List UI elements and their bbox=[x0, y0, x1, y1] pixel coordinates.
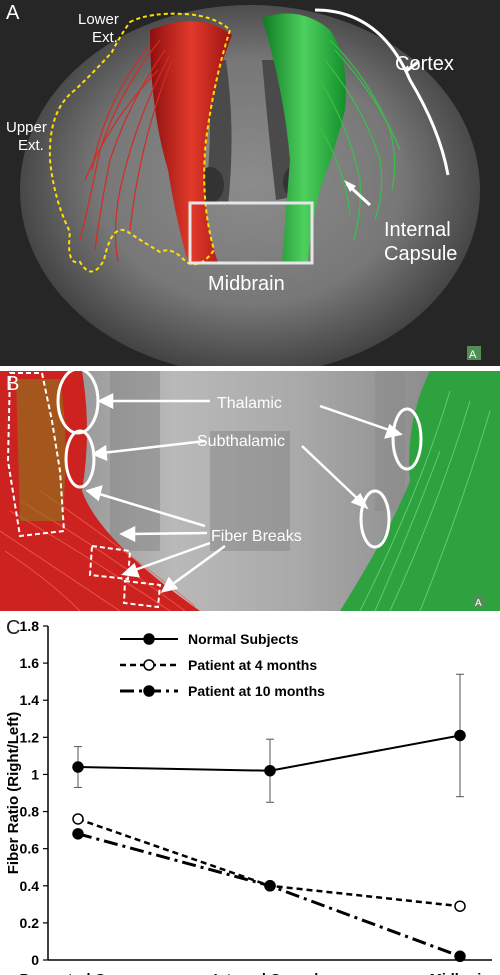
subthalamic-label: Subthalamic bbox=[197, 433, 285, 450]
panel-a-figure: Lower Ext. Upper Ext. Cortex Internal Ca… bbox=[0, 0, 500, 366]
upper-ext-label-1: Upper bbox=[6, 119, 47, 136]
legend-marker bbox=[143, 685, 155, 697]
orientation-badge-b-text: A bbox=[475, 598, 482, 609]
cortex-label: Cortex bbox=[395, 53, 454, 75]
panel-b-figure: Thalamic Subthalamic Fiber Breaks A bbox=[0, 371, 500, 611]
y-tick-label: 1 bbox=[31, 766, 39, 782]
panel-a-letter: A bbox=[6, 2, 20, 24]
x-ticks: Precentral Gyrus Internal Capsule Midbrain bbox=[20, 972, 491, 975]
data-point bbox=[72, 761, 84, 773]
midbrain-label: Midbrain bbox=[208, 273, 285, 295]
data-point bbox=[72, 828, 84, 840]
upper-ext-label-2: Ext. bbox=[18, 137, 44, 154]
legend-label: Patient at 4 months bbox=[188, 657, 317, 673]
thalamic-ellipse-right bbox=[391, 407, 423, 471]
annotation-arrows bbox=[85, 392, 403, 593]
panel-c: Fiber Ratio (Right/Left) 0 0.2 0.4 0.6 0.8 1 1… bbox=[0, 613, 500, 975]
y-axis-label: Fiber Ratio (Right/Left) bbox=[5, 712, 22, 874]
y-tick-label: 0.4 bbox=[20, 878, 40, 894]
internal-capsule-label-1: Internal bbox=[384, 219, 451, 241]
right-corticospinal-tract bbox=[262, 13, 346, 263]
ventricle-right bbox=[262, 60, 298, 200]
data-point bbox=[454, 729, 466, 742]
panel-c-letter: C bbox=[6, 617, 21, 639]
subthalamic-ellipse-left bbox=[64, 429, 96, 489]
right-tract-fibers bbox=[314, 39, 401, 241]
orientation-badge-a-text: A bbox=[469, 349, 477, 361]
y-tick-label: 1.6 bbox=[20, 655, 40, 671]
legend-label: Normal Subjects bbox=[188, 631, 299, 647]
legend-label: Patient at 10 months bbox=[188, 683, 325, 699]
x-tick-label: Internal Capsule bbox=[214, 972, 327, 975]
internal-capsule-label-2: Capsule bbox=[384, 243, 457, 265]
y-tick-label: 1.2 bbox=[20, 729, 40, 745]
y-tick-label: 0 bbox=[31, 952, 39, 968]
data-point bbox=[454, 950, 466, 963]
chart-axes bbox=[47, 626, 492, 961]
y-tick-label: 0.2 bbox=[20, 915, 40, 931]
left-corticospinal-tract bbox=[150, 21, 232, 262]
y-tick-label: 0.6 bbox=[20, 841, 40, 857]
data-point bbox=[264, 764, 276, 777]
orientation-badge-a bbox=[467, 346, 481, 360]
dashed-outline bbox=[48, 12, 232, 273]
data-point bbox=[454, 900, 466, 912]
lower-ext-label-2: Ext. bbox=[92, 29, 118, 46]
subthalamic-ellipse-right bbox=[359, 489, 391, 549]
series-line bbox=[77, 832, 461, 958]
x-tick-label: Precentral Gyrus bbox=[20, 972, 137, 975]
cortex-bracket bbox=[314, 8, 450, 176]
right-tract-b bbox=[340, 371, 500, 611]
panel-b: Thalamic Subthalamic Fiber Breaks A B bbox=[0, 371, 500, 611]
fiber-breaks-label: Fiber Breaks bbox=[211, 528, 302, 545]
legend-marker bbox=[143, 633, 155, 645]
y-tick-label: 1.4 bbox=[20, 692, 40, 708]
data-point bbox=[72, 813, 84, 825]
series-line bbox=[77, 817, 461, 908]
midbrain-box bbox=[188, 201, 314, 265]
fiber-ratio-chart: Fiber Ratio (Right/Left) 0 0.2 0.4 0.6 0.8 1 1… bbox=[5, 618, 492, 975]
y-tick-label: 1.8 bbox=[20, 618, 40, 634]
lower-ext-label-1: Lower bbox=[78, 11, 119, 28]
orientation-badge-b bbox=[473, 596, 485, 608]
panel-b-letter: B bbox=[6, 373, 20, 395]
y-tick-label: 0.8 bbox=[20, 804, 40, 820]
panel-a: Lower Ext. Upper Ext. Cortex Internal Ca… bbox=[0, 0, 500, 366]
legend-marker bbox=[143, 659, 155, 671]
data-point bbox=[264, 880, 276, 892]
x-tick-label: Midbrain bbox=[430, 972, 490, 975]
y-ticks: 0 0.2 0.4 0.6 0.8 1 1.2 1.4 1.6 1.8 bbox=[20, 618, 48, 968]
left-tract-fibers bbox=[79, 39, 173, 263]
thalamic-label: Thalamic bbox=[217, 395, 282, 412]
chart-series bbox=[72, 673, 466, 963]
